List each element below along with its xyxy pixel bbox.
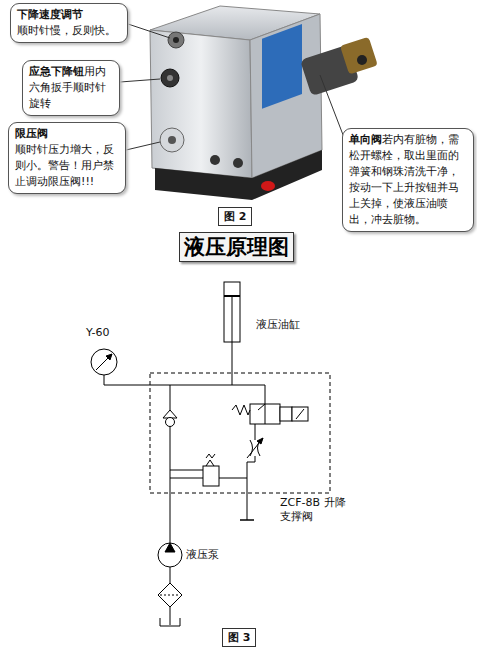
hydraulic-schematic [91,282,330,626]
valve-label: ZCF-8B 升降支撑阀 [280,496,352,525]
callout-heading: 应急下降钮 [29,65,84,78]
diagram-title: 液压原理图 [179,232,294,262]
callout-text: 图 2 [224,210,246,223]
figure-number: 图 2 [218,207,252,226]
callout-text: 顺时针慢，反则快。 [17,23,121,39]
callout-heading: 单向阀 [349,133,382,146]
part-label: 液压油缸 [256,318,300,332]
callout-heading: 下降速度调节 [17,7,121,23]
part-label: 液压泵 [186,548,219,562]
figure-number: 图 3 [222,628,256,647]
leader-lines [120,24,345,150]
callout-heading: 限压阀 [15,126,119,142]
callout-text: 图 3 [228,631,250,644]
callout-box: 下降速度调节顺时针慢，反则快。 [10,3,128,43]
callout-box: 应急下降钮用内六角扳手顺时针旋转 [22,60,120,116]
callout-box: 单向阀若内有脏物，需松开螺栓，取出里面的弹簧和钢珠清洗干净，按动一下上升按钮并马… [342,128,474,232]
gauge-label: Y-60 [86,326,109,340]
callout-text: 顺时针压力增大，反则小。警告！用户禁止调动限压阀!!! [15,142,119,190]
callout-box: 限压阀顺时针压力增大，反则小。警告！用户禁止调动限压阀!!! [8,122,126,194]
callout-text: 若内有脏物，需松开螺栓，取出里面的弹簧和钢珠清洗干净，按动一下上升按钮并马上关掉… [349,133,459,226]
